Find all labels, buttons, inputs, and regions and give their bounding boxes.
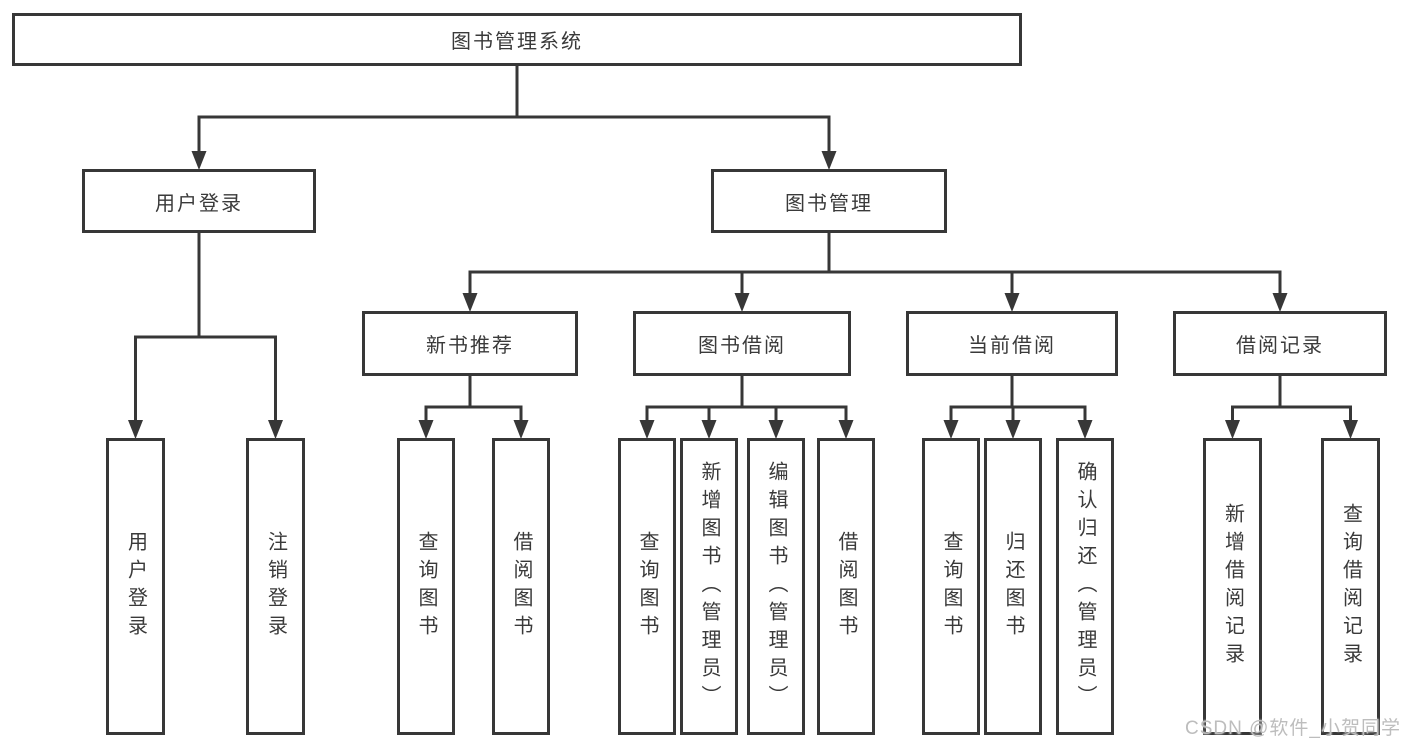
arrowhead	[943, 420, 959, 439]
node-current: 当前借阅	[906, 311, 1118, 376]
node-leaf1: 用户登录	[106, 438, 165, 735]
node-borrow: 图书借阅	[633, 311, 851, 376]
arrowhead	[1077, 420, 1093, 439]
node-leaf10: 归还图书	[984, 438, 1042, 735]
arrowhead	[513, 420, 529, 439]
node-records: 借阅记录	[1173, 311, 1387, 376]
node-label: 新增借阅记录	[1221, 502, 1244, 671]
node-leaf12: 新增借阅记录	[1203, 438, 1262, 735]
node-label: 注销登录	[264, 530, 287, 643]
node-leaf8: 借阅图书	[817, 438, 875, 735]
node-label: 用户登录	[155, 192, 243, 215]
node-label: 查询借阅记录	[1339, 502, 1362, 671]
node-label: 图书管理系统	[451, 31, 583, 53]
node-label: 查询图书	[636, 530, 658, 643]
node-leaf9: 查询图书	[922, 438, 980, 735]
node-leaf13: 查询借阅记录	[1321, 438, 1380, 735]
node-label: 当前借阅	[968, 335, 1056, 357]
node-leaf5: 查询图书	[618, 438, 676, 735]
arrowhead	[734, 293, 750, 312]
node-mgmt: 图书管理	[711, 169, 947, 233]
arrowhead	[268, 420, 283, 439]
node-root: 图书管理系统	[12, 13, 1022, 66]
node-label: 图书借阅	[698, 335, 786, 357]
arrowhead	[1225, 420, 1240, 439]
node-leaf3: 查询图书	[397, 438, 455, 735]
node-leaf6: 新增图书（管理员）	[680, 438, 738, 735]
arrowhead	[462, 293, 478, 312]
node-label: 图书管理	[785, 192, 873, 215]
node-leaf4: 借阅图书	[492, 438, 550, 735]
node-label: 借阅图书	[510, 530, 532, 643]
node-label: 归还图书	[1002, 530, 1024, 643]
node-label: 确认归还（管理员）	[1074, 460, 1096, 713]
node-leaf7: 编辑图书（管理员）	[747, 438, 805, 735]
node-leaf2: 注销登录	[246, 438, 305, 735]
node-label: 查询图书	[415, 530, 437, 643]
node-login: 用户登录	[82, 169, 316, 233]
arrowhead	[418, 420, 434, 439]
node-newbook: 新书推荐	[362, 311, 578, 376]
node-label: 新增图书（管理员）	[698, 460, 720, 713]
arrowhead	[1272, 293, 1288, 312]
arrowhead	[191, 151, 207, 170]
arrowhead	[1005, 420, 1021, 439]
arrowhead	[639, 420, 655, 439]
watermark: CSDN @软件_小贺同学	[1185, 718, 1401, 739]
arrowhead	[1343, 420, 1358, 439]
node-label: 用户登录	[124, 530, 147, 643]
arrowhead	[838, 420, 854, 439]
arrowhead	[821, 151, 837, 170]
node-label: 查询图书	[940, 530, 962, 643]
node-label: 编辑图书（管理员）	[765, 460, 787, 713]
arrowhead	[1004, 293, 1020, 312]
node-leaf11: 确认归还（管理员）	[1056, 438, 1114, 735]
arrowhead	[768, 420, 784, 439]
node-label: 借阅图书	[835, 530, 857, 643]
node-label: 借阅记录	[1236, 335, 1324, 357]
node-label: 新书推荐	[426, 335, 514, 357]
arrowhead	[128, 420, 143, 439]
arrowhead	[701, 420, 717, 439]
